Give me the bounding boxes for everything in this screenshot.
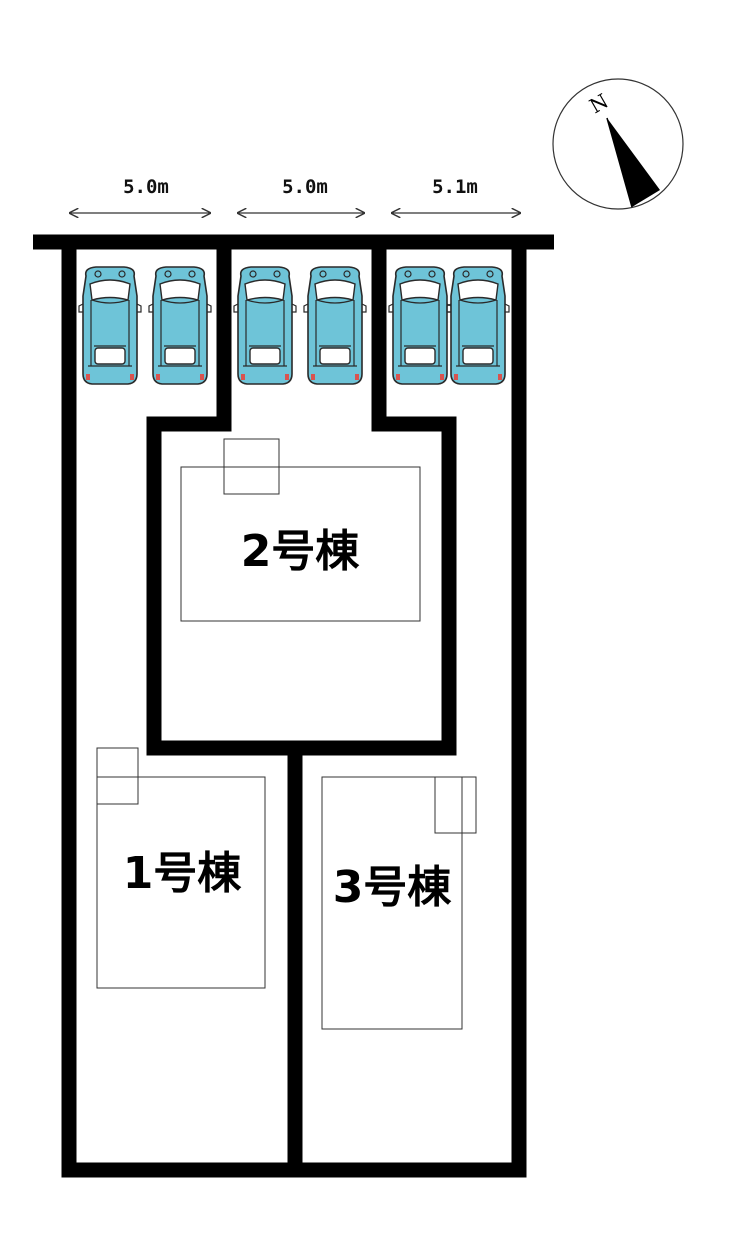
entrance-box <box>223 438 280 495</box>
building-label: 3号棟 <box>333 862 453 913</box>
car-icon <box>446 266 510 385</box>
building-label: 2号棟 <box>241 526 361 577</box>
car-icon <box>303 266 367 385</box>
car-icon <box>233 266 297 385</box>
dimension-right: 5.1m <box>392 176 520 213</box>
building-1: 1号棟 <box>96 747 266 989</box>
entrance-box <box>434 776 477 834</box>
dimension-middle: 5.0m <box>238 176 364 213</box>
building-label: 1号棟 <box>123 848 243 899</box>
car-icon <box>148 266 212 385</box>
dimension-label: 5.1m <box>432 176 478 198</box>
building-3: 3号棟 <box>321 776 477 1030</box>
parking-area <box>78 266 510 385</box>
north-arrow-icon <box>607 118 660 207</box>
building-outline <box>180 466 421 622</box>
compass: N <box>552 78 684 210</box>
car-icon <box>388 266 452 385</box>
building-2: 2号棟 <box>180 438 421 622</box>
lot-walls <box>61 234 527 1178</box>
building-outline <box>321 776 463 1030</box>
dimension-label: 5.0m <box>282 176 328 198</box>
car-icon <box>78 266 142 385</box>
entrance-box <box>96 747 139 805</box>
dimension-left: 5.0m <box>70 176 210 213</box>
dimension-label: 5.0m <box>123 176 169 198</box>
building-outline <box>96 776 266 989</box>
